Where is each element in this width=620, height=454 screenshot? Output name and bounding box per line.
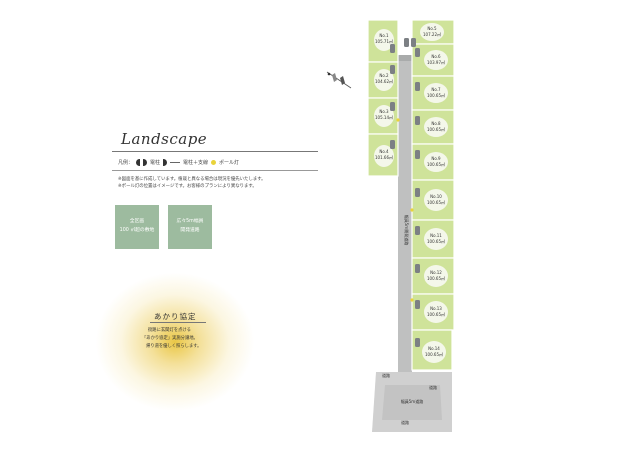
akari-text: 街路に玄関灯を点ける: [148, 328, 191, 333]
lot-area: 104.62㎡: [375, 78, 393, 84]
house-pads: [374, 23, 448, 363]
legend-divider: [112, 170, 318, 171]
lot-no: No.2: [379, 73, 389, 78]
lot-no: No.13: [430, 306, 442, 311]
feature-line: 開発道路: [180, 228, 200, 233]
akari-divider: [150, 322, 206, 323]
akari-text: 帰り道を優しく照らします。: [146, 344, 202, 349]
lot-no: No.8: [431, 121, 441, 126]
legend-item-pole-stay: 電柱＋支線: [183, 160, 209, 166]
lot-area: 100.65㎡: [427, 92, 445, 98]
lot-area: 100.65㎡: [425, 351, 443, 357]
legend-item-pole: 電柱: [150, 160, 161, 166]
legend-item-pole-light: ポール灯: [219, 160, 240, 166]
lot-no: No.1: [379, 33, 389, 38]
car-icons: [390, 38, 420, 347]
utility-pole-icon: [143, 159, 148, 166]
small-road-label: 道路: [401, 419, 409, 425]
pole-light-icons: [396, 118, 414, 302]
lot-area: 107.22㎡: [423, 31, 441, 37]
lot-area: 105.71㎡: [375, 38, 393, 44]
feature-line: 100 ㎡超の敷地: [119, 228, 155, 233]
lot-labels: No.1 105.71㎡ No.2 104.62㎡ No.3 105.14㎡ N…: [375, 26, 445, 357]
lot-area: 100.65㎡: [427, 311, 445, 317]
note-line: ※ポール灯の位置はイメージです。お客様のプランにより異なります。: [118, 184, 257, 189]
lot-area: 100.65㎡: [427, 238, 445, 244]
lot-no: No.3: [379, 109, 389, 114]
lot-no: No.6: [431, 54, 441, 59]
lot-no: No.11: [430, 233, 442, 238]
utility-pole-icon: [136, 159, 141, 166]
bottom-road-label: 幅員5m道路: [401, 398, 423, 404]
lot-no: No.10: [430, 194, 442, 199]
lot-area: 105.14㎡: [375, 114, 393, 120]
title-divider: [112, 151, 318, 152]
road-turnaround: [398, 55, 412, 61]
lot-no: No.9: [431, 156, 441, 161]
feature-card-road-width: 広々5m幅員 開発道路: [168, 205, 212, 249]
note-line: ※図面を基に作成しています。植栽と異なる場合は現況を優先いたします。: [118, 177, 266, 182]
map-legend: 凡例： 電柱 電柱＋支線 ポール灯: [118, 159, 239, 166]
stay-wire-icon: [170, 162, 181, 163]
lot-area: 100.65㎡: [427, 126, 445, 132]
lot-area: 100.65㎡: [427, 161, 445, 167]
pole-light-icon: [211, 160, 217, 165]
lot-no: No.12: [430, 270, 442, 275]
lot-area: 100.65㎡: [427, 199, 445, 205]
lot-area: 100.65㎡: [427, 275, 445, 281]
lot-no: No.4: [379, 149, 389, 154]
pole-with-stay-icon: [163, 159, 168, 166]
development-road: [398, 55, 412, 372]
lot-no: No.7: [431, 87, 441, 92]
legend-prefix: 凡例：: [118, 160, 134, 166]
small-road-label: 道路: [429, 384, 437, 390]
feature-card-lot-size: 全区画 100 ㎡超の敷地: [115, 205, 159, 249]
feature-line: 全区画: [129, 219, 145, 225]
compass-icon: [326, 71, 352, 89]
lot-area: 103.97㎡: [427, 59, 445, 65]
page-title: Landscape: [121, 130, 208, 148]
akari-text: 「あかり協定」実施分譲地。: [142, 336, 198, 341]
entry-plaza: [382, 385, 442, 420]
lot-area: 101.66㎡: [375, 154, 393, 160]
lot-no: No.14: [428, 346, 440, 351]
akari-title: あかり協定: [154, 312, 197, 321]
small-road-label: 道路: [382, 372, 390, 378]
lot-no: No.5: [427, 26, 437, 31]
road-label: 幅員5m開発道路: [404, 215, 410, 245]
feature-line: 広々5m幅員: [176, 219, 204, 225]
light-glow: [95, 272, 255, 412]
